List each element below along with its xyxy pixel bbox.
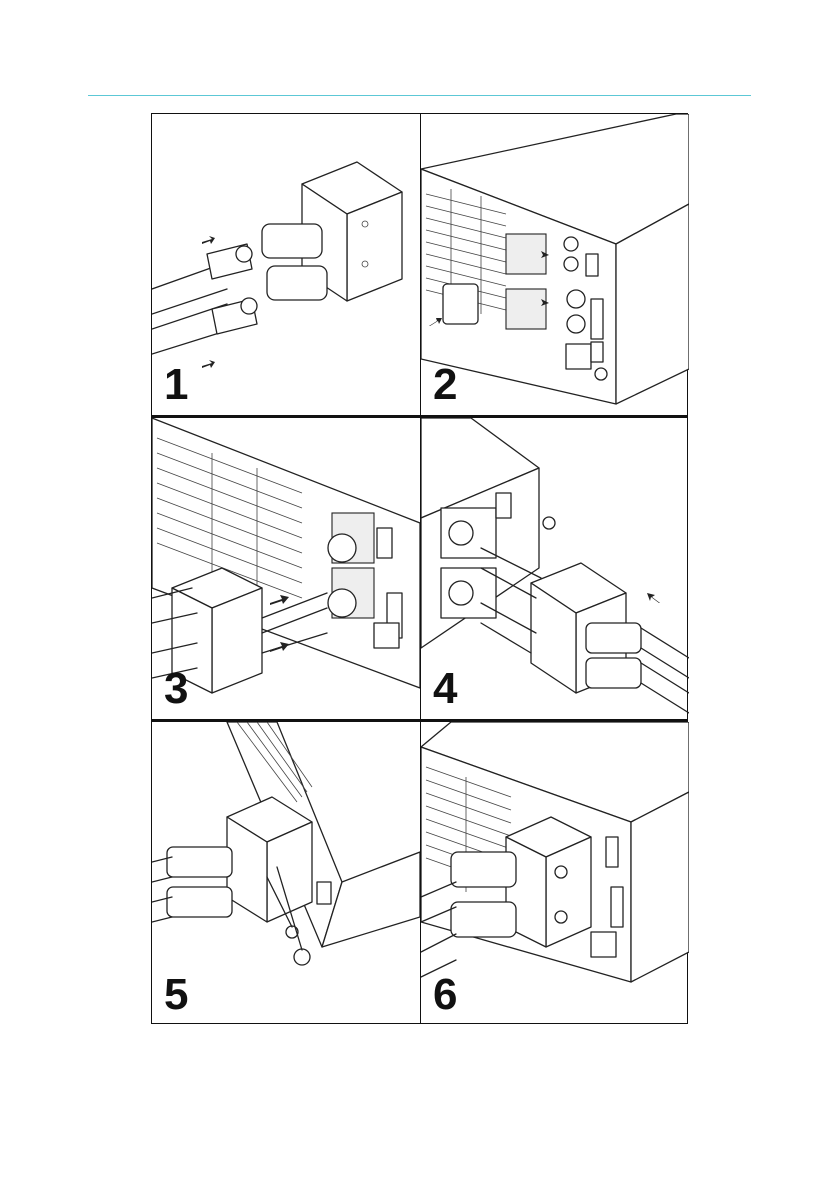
header-rule [88, 95, 751, 96]
step-panel-3: 3 [152, 418, 420, 719]
bolt-cables-to-terminals-illustration [152, 418, 420, 719]
step-number: 2 [433, 363, 456, 407]
step-number: 3 [164, 667, 187, 711]
step-number: 5 [164, 973, 187, 1017]
installation-figure: 1 2 [151, 113, 688, 1024]
rear-panel-terminals-illustration [421, 114, 689, 415]
fasten-cover-screws-illustration [152, 722, 420, 1025]
slide-cover-over-terminals-illustration [421, 418, 689, 719]
step-panel-4: 4 [421, 418, 689, 719]
step-panel-5: 5 [152, 722, 420, 1025]
completed-installation-illustration [421, 722, 689, 1025]
step-panel-6: 6 [421, 722, 689, 1025]
step-number: 4 [433, 667, 456, 711]
step-number: 1 [164, 363, 187, 407]
step-panel-1: 1 [152, 114, 420, 415]
cover-and-cables-illustration [152, 114, 420, 415]
step-panel-2: 2 [421, 114, 689, 415]
step-number: 6 [433, 973, 456, 1017]
